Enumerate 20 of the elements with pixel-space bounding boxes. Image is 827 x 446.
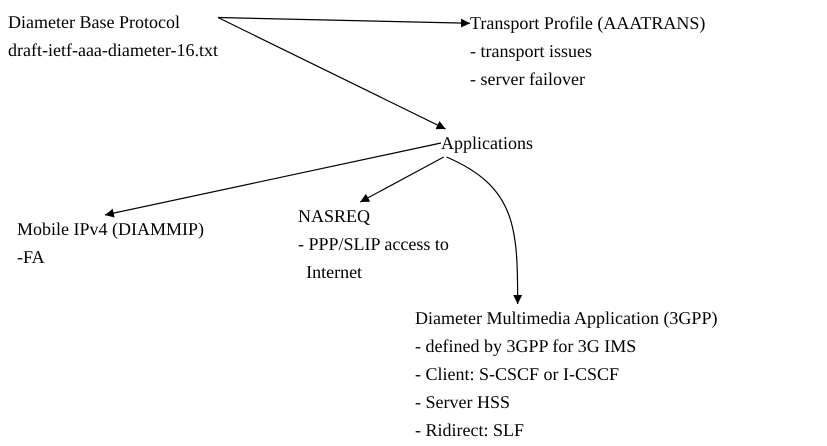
node-detail: - PPP/SLIP access to Internet <box>298 233 450 284</box>
node-heading: Transport Profile (AAATRANS) <box>470 12 706 35</box>
node-heading: Applications <box>441 132 533 155</box>
node-detail: - transport issues <box>470 40 592 63</box>
node-detail: draft-ietf-aaa-diameter-16.txt <box>8 39 218 62</box>
arrow <box>218 16 470 28</box>
node-detail: - Server HSS <box>415 391 510 414</box>
arrow <box>360 156 444 203</box>
node-heading: NASREQ <box>298 205 370 228</box>
arrow <box>446 156 522 304</box>
node-detail: - Ridirect: SLF <box>415 419 524 442</box>
node-heading: Mobile IPv4 (DIAMMIP) <box>17 218 204 241</box>
node-heading: Diameter Multimedia Application (3GPP) <box>415 307 718 330</box>
node-heading: Diameter Base Protocol <box>8 11 180 34</box>
arrow <box>218 16 446 130</box>
node-detail: - server failover <box>470 68 585 91</box>
node-detail: - defined by 3GPP for 3G IMS <box>415 335 636 358</box>
arrow <box>104 142 442 218</box>
node-detail: - Client: S-CSCF or I-CSCF <box>415 363 620 386</box>
node-detail: -FA <box>17 246 45 269</box>
